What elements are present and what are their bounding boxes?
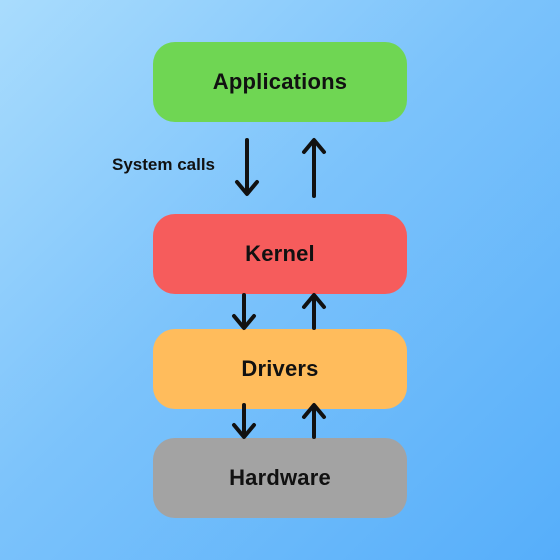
- drivers-layer: Drivers: [153, 329, 407, 409]
- arrow-up-icon: [302, 138, 326, 198]
- kernel-label: Kernel: [245, 241, 315, 266]
- applications-label: Applications: [212, 69, 348, 94]
- arrow-up-icon: [302, 403, 326, 439]
- arrow-up-icon: [302, 293, 326, 330]
- arrow-down-icon: [232, 293, 256, 330]
- applications-layer: Applications: [153, 42, 407, 122]
- drivers-label: Drivers: [241, 356, 319, 381]
- kernel-layer: Kernel: [153, 214, 407, 294]
- arrow-down-icon: [232, 403, 256, 439]
- system-calls-label: System calls: [112, 155, 216, 174]
- arrow-down-icon: [235, 138, 259, 196]
- hardware-label: Hardware: [229, 465, 331, 490]
- hardware-layer: Hardware: [153, 438, 407, 518]
